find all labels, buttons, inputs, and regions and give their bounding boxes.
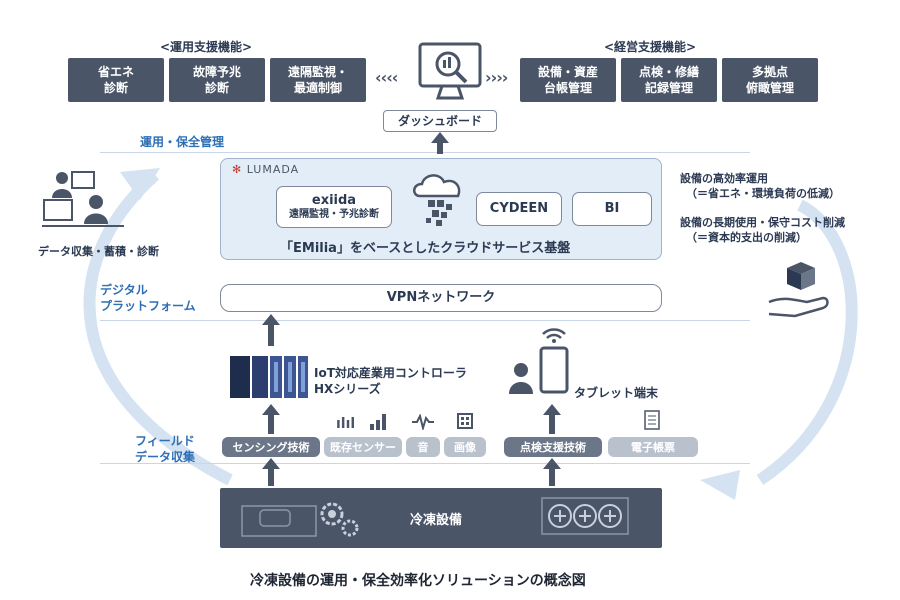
field-collection-label: フィールド データ収集 <box>135 434 196 464</box>
exiida-box: exiida 遠隔監視・予兆診断 <box>276 186 392 228</box>
tablet-label: タブレット端末 <box>574 386 659 400</box>
lumada-mark-icon: ✻ <box>232 163 243 176</box>
benefit-line-4: （＝資本的支出の削減） <box>686 231 807 244</box>
data-collection-note: データ収集・蓄積・診断 <box>38 245 159 258</box>
ops-support-label: <運用支援機能> <box>160 40 253 54</box>
compressor-gears-icon <box>241 502 359 537</box>
benefit-line-3: 設備の長期使用・保守コスト削減 <box>680 216 845 229</box>
document-icon <box>644 410 660 430</box>
cloud-platform-caption: 「EMilia」をベースとしたクラウドサービス基盤 <box>280 241 571 256</box>
controller-device-icon <box>230 356 308 398</box>
cloud-data-icon <box>413 174 461 226</box>
multi-site-overview-management: 多拠点 俯瞰管理 <box>722 58 818 102</box>
sound-pill: 音 <box>406 437 440 457</box>
chevrons-right-icon: ›››› <box>485 68 508 87</box>
vpn-network-bar: VPNネットワーク <box>220 284 662 312</box>
diagram-caption: 冷凍設備の運用・保全効率化ソリューションの概念図 <box>250 573 586 589</box>
benefit-line-2: （＝省エネ・環境負荷の低減） <box>686 187 840 200</box>
arrow-inspection-to-tablet <box>543 404 561 434</box>
lumada-logo: ✻ LUMADA <box>232 163 299 176</box>
existing-sensor-pill: 既存センサー <box>324 437 402 457</box>
digital-platform-label: デジタル プラットフォーム <box>100 283 196 313</box>
inspection-record-management: 点検・修繕 記録管理 <box>621 58 717 102</box>
arrow-equipment-to-sensing <box>262 458 280 486</box>
energy-saving-diagnosis: 省エネ 診断 <box>68 58 164 102</box>
waveform-icon: ılıl <box>336 416 356 432</box>
link-line <box>270 318 272 328</box>
analysts-icon <box>42 171 124 227</box>
arrow-sensing-to-controller <box>262 404 280 434</box>
sound-wave-icon <box>412 414 434 430</box>
hand-cube-icon <box>768 262 829 318</box>
cydeen-box: CYDEEN <box>476 192 562 226</box>
separator-platform <box>100 320 750 321</box>
condenser-fans-icon <box>541 497 629 535</box>
image-grid-icon <box>457 413 473 429</box>
ops-mgmt-label: 運用・保全管理 <box>140 135 225 149</box>
monitor-analytics-icon <box>418 42 482 100</box>
separator-ops <box>100 152 750 153</box>
controller-name: IoT対応産業用コントローラ <box>314 366 467 380</box>
controller-series: HXシリーズ <box>314 382 381 396</box>
sensing-tech-pill: センシング技術 <box>222 437 320 457</box>
e-form-pill: 電子帳票 <box>608 437 698 457</box>
refrigeration-equipment-label: 冷凍設備 <box>410 513 463 528</box>
inspection-support-pill: 点検支援技術 <box>504 437 602 457</box>
chevrons-left-icon: ‹‹‹‹ <box>375 68 398 87</box>
arrow-platform-to-dashboard <box>431 132 449 154</box>
asset-ledger-management: 設備・資産 台帳管理 <box>520 58 616 102</box>
tablet-user-icon <box>509 328 569 394</box>
dashboard-box: ダッシュボード <box>383 110 497 132</box>
separator-field <box>100 463 750 464</box>
image-pill: 画像 <box>444 437 486 457</box>
signal-bars-icon <box>370 414 386 430</box>
lumada-logo-text: LUMADA <box>246 163 300 176</box>
failure-prediction-diagnosis: 故障予兆 診断 <box>169 58 265 102</box>
exiida-subtitle: 遠隔監視・予兆診断 <box>289 208 379 220</box>
remote-monitoring-control: 遠隔監視・ 最適制御 <box>270 58 366 102</box>
mgmt-support-label: <経営支援機能> <box>604 40 697 54</box>
exiida-name: exiida <box>311 192 357 208</box>
arrow-equipment-to-inspection <box>543 458 561 486</box>
bi-box: BI <box>572 192 652 226</box>
benefit-line-1: 設備の高効率運用 <box>680 172 768 185</box>
